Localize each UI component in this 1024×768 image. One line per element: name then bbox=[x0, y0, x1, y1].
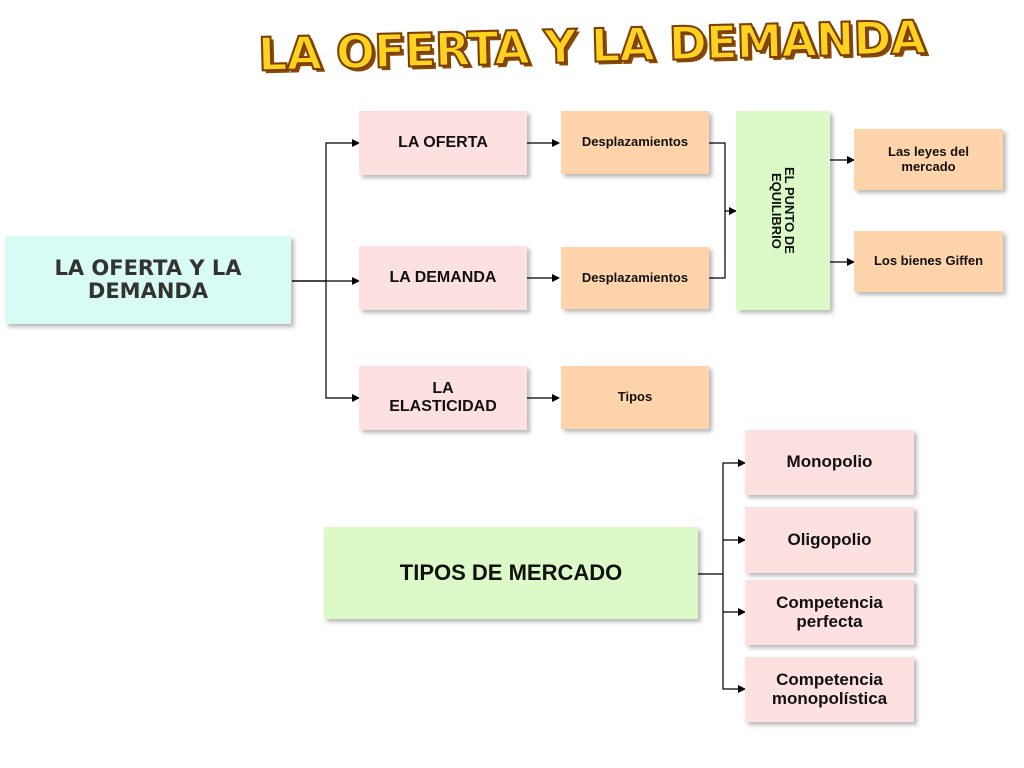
page-title: LA OFERTA Y LA DEMANDA bbox=[256, 9, 926, 82]
node-tipos[interactable]: Tipos bbox=[561, 366, 709, 429]
node-label: TIPOS DE MERCADO bbox=[399, 559, 623, 585]
node-desplazamientos-demanda[interactable]: Desplazamientos bbox=[561, 247, 709, 309]
node-label: LA OFERTA bbox=[398, 134, 488, 152]
edge-root-elasticidad bbox=[325, 281, 360, 402]
node-label: Competencia perfecta bbox=[776, 592, 883, 631]
node-label: Los bienes Giffen bbox=[873, 253, 984, 269]
node-label: Desplazamientos bbox=[581, 269, 689, 285]
node-label: Las leyes del mercado bbox=[888, 144, 969, 174]
edge-desp1-equilibrio bbox=[709, 142, 737, 215]
node-label: Monopolio bbox=[786, 452, 873, 472]
node-label: EL PUNTO DE EQUILIBRIO bbox=[769, 167, 797, 254]
node-punto-equilibrio[interactable]: EL PUNTO DE EQUILIBRIO bbox=[736, 111, 830, 310]
node-bienes-giffen[interactable]: Los bienes Giffen bbox=[854, 231, 1003, 292]
node-la-demanda[interactable]: LA DEMANDA bbox=[359, 246, 527, 310]
node-label: LA DEMANDA bbox=[389, 269, 497, 287]
node-label: Oligopolio bbox=[787, 529, 872, 549]
edge-root-oferta bbox=[292, 139, 360, 282]
node-competencia-monopolistica[interactable]: Competencia monopolística bbox=[745, 657, 914, 722]
node-leyes-mercado[interactable]: Las leyes del mercado bbox=[854, 129, 1003, 190]
node-root-oferta-demanda[interactable]: LA OFERTA Y LA DEMANDA bbox=[5, 236, 291, 324]
edge-mercado-competencia-monopolistica bbox=[722, 574, 746, 693]
node-la-oferta[interactable]: LA OFERTA bbox=[359, 111, 527, 175]
edge-desp2-equilibrio bbox=[709, 211, 726, 279]
node-label: LA ELASTICIDAD bbox=[389, 380, 497, 415]
node-competencia-perfecta[interactable]: Competencia perfecta bbox=[745, 580, 914, 645]
edge-mercado-monopolio bbox=[698, 459, 746, 575]
node-la-elasticidad[interactable]: LA ELASTICIDAD bbox=[359, 366, 527, 430]
node-oligopolio[interactable]: Oligopolio bbox=[745, 507, 914, 573]
node-tipos-de-mercado[interactable]: TIPOS DE MERCADO bbox=[324, 527, 698, 619]
node-monopolio[interactable]: Monopolio bbox=[745, 430, 914, 495]
node-label: Tipos bbox=[617, 389, 653, 405]
node-desplazamientos-oferta[interactable]: Desplazamientos bbox=[561, 111, 709, 174]
node-label: LA OFERTA Y LA DEMANDA bbox=[54, 255, 242, 303]
node-label: Desplazamientos bbox=[581, 134, 689, 150]
node-label: Competencia monopolística bbox=[771, 669, 888, 708]
